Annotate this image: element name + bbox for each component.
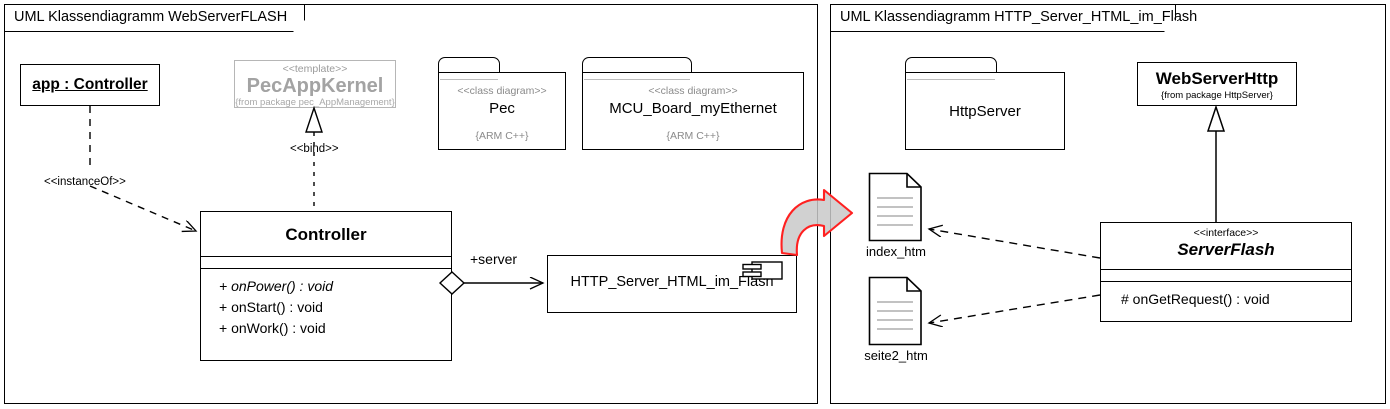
document-seite2-htm[interactable]: seite2_htm: [864, 276, 928, 363]
frame-tab-chamfer-left: [293, 19, 306, 32]
class-from-package-webserverhttp: {from package HttpServer}: [1161, 90, 1273, 101]
class-box-webserverhttp[interactable]: WebServerHttp {from package HttpServer}: [1137, 62, 1297, 106]
edge-label-server: +server: [470, 251, 518, 267]
package-name-pec: Pec: [489, 100, 515, 117]
package-httpserver[interactable]: HttpServer: [905, 57, 1065, 150]
frame-label-tab-left: UML Klassendiagramm WebServerFLASH: [5, 5, 305, 32]
operation-row: + onStart() : void: [219, 299, 323, 315]
package-tab-mcu: [582, 57, 692, 73]
class-name-compartment-controller: Controller: [201, 212, 451, 256]
frame-title-right: UML Klassendiagramm HTTP_Server_HTML_im_…: [840, 9, 1198, 25]
class-divider-1-controller: [201, 256, 451, 257]
document-label-index-htm: index_htm: [866, 244, 926, 259]
class-operations-serverflash: # onGetRequest() : void: [1121, 289, 1270, 310]
package-tab-pec: [438, 57, 500, 73]
package-name-httpserver: HttpServer: [949, 103, 1021, 120]
document-icon: [868, 276, 922, 346]
package-body-pec: [438, 72, 566, 150]
class-title-controller: Controller: [285, 225, 367, 244]
template-box-pecappkernel[interactable]: <<template>> PecAppKernel {from package …: [234, 60, 396, 108]
package-body-httpserver: [905, 72, 1065, 150]
class-stereotype-serverflash: <<interface>>: [1193, 227, 1259, 239]
object-box-app-controller[interactable]: app : Controller: [20, 64, 160, 106]
component-box-http-server[interactable]: HTTP_Server_HTML_im_Flash: [547, 255, 797, 313]
package-name-mcu: MCU_Board_myEthernet: [609, 100, 777, 117]
document-label-seite2-htm: seite2_htm: [864, 348, 928, 363]
class-divider-2-serverflash: [1101, 281, 1351, 282]
package-stereotype-mcu: <<class diagram>>: [648, 85, 738, 97]
operation-row: # onGetRequest() : void: [1121, 291, 1270, 307]
class-divider-1-serverflash: [1101, 269, 1351, 270]
frame-title-left: UML Klassendiagramm WebServerFLASH: [14, 9, 288, 25]
operation-row: + onPower() : void: [219, 278, 333, 294]
package-footer-pec: {ARM C++}: [475, 130, 529, 142]
frame-label-tab-right: UML Klassendiagramm HTTP_Server_HTML_im_…: [831, 5, 1197, 32]
object-name-label: app : Controller: [32, 76, 148, 93]
package-body-mcu: [582, 72, 804, 150]
class-name-compartment-webserverhttp: WebServerHttp {from package HttpServer}: [1138, 63, 1296, 101]
operation-row: + onWork() : void: [219, 320, 326, 336]
class-operations-controller: + onPower() : void + onStart() : void + …: [219, 276, 333, 339]
document-icon: [868, 172, 922, 242]
package-pec[interactable]: <<class diagram>> Pec {ARM C++}: [438, 57, 566, 150]
class-name-compartment-serverflash: <<interface>> ServerFlash: [1101, 223, 1351, 269]
package-stereotype-pec: <<class diagram>>: [457, 85, 547, 97]
component-name-label: HTTP_Server_HTML_im_Flash: [570, 274, 774, 290]
package-footer-mcu: {ARM C++}: [666, 130, 720, 142]
document-index-htm[interactable]: index_htm: [866, 172, 926, 259]
class-title-webserverhttp: WebServerHttp: [1155, 69, 1279, 88]
edge-label-bind: <<bind>>: [290, 143, 339, 155]
package-seam-mcu: [584, 79, 690, 80]
template-from-package-label: {from package pec_AppManagement}: [235, 97, 395, 108]
package-tab-httpserver: [905, 57, 997, 73]
edge-label-instanceof: <<instanceOf>>: [44, 176, 126, 188]
class-box-serverflash[interactable]: <<interface>> ServerFlash # onGetRequest…: [1100, 222, 1352, 322]
class-box-controller[interactable]: Controller + onPower() : void + onStart(…: [200, 211, 452, 361]
template-stereotype-label: <<template>>: [282, 63, 348, 75]
class-title-serverflash: ServerFlash: [1177, 240, 1275, 259]
package-seam-httpserver: [907, 79, 995, 80]
frame-tab-chamfer-right: [1164, 19, 1177, 32]
package-mcu-board-myethernet[interactable]: <<class diagram>> MCU_Board_myEthernet {…: [582, 57, 804, 150]
class-divider-2-controller: [201, 268, 451, 269]
package-seam-pec: [440, 79, 498, 80]
component-icon: [741, 260, 785, 287]
template-name-label: PecAppKernel: [246, 75, 384, 97]
